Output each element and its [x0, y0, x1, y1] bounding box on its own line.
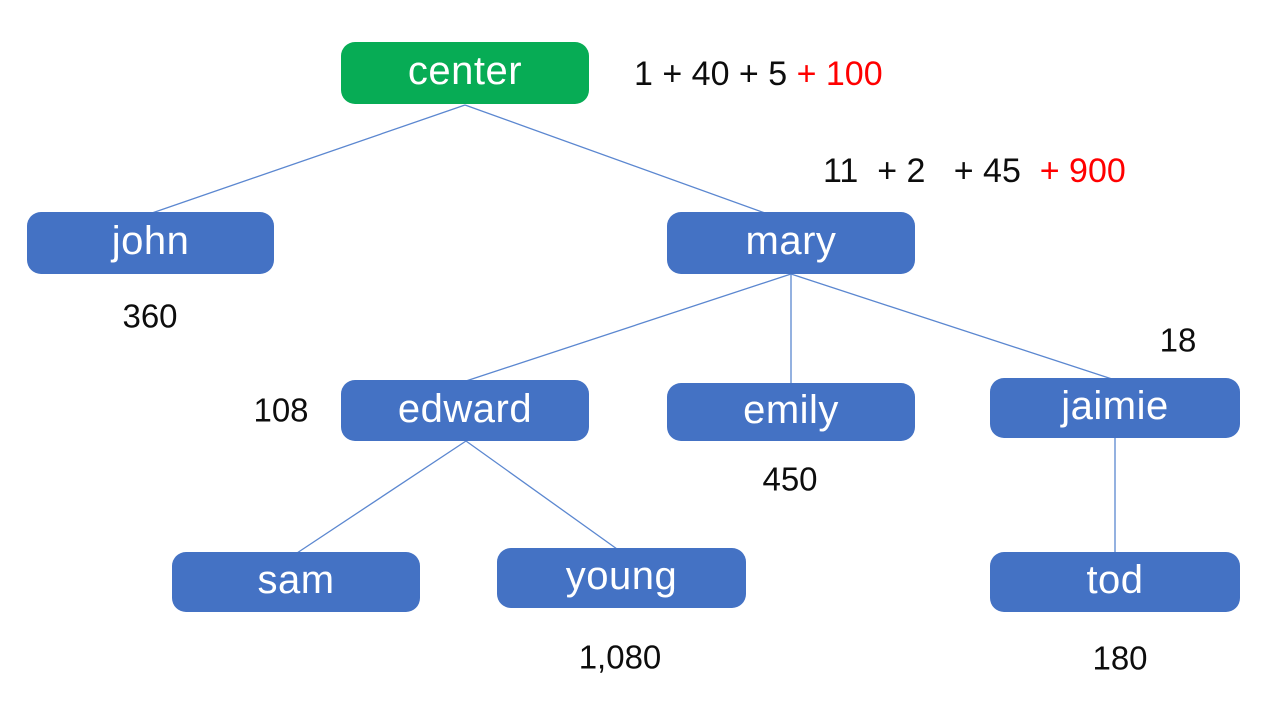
sum-mary-black-part: 11 + 2 + 45 — [823, 152, 1040, 190]
node-value-john: 360 — [122, 297, 178, 335]
connector-mary-jaimie — [790, 273, 1113, 380]
tree-node-jaimie: jaimie — [990, 378, 1240, 438]
connector-mary-edward — [465, 273, 792, 382]
connector-center-john — [151, 104, 466, 214]
node-value-young: 1,080 — [578, 638, 662, 676]
sum-annotation-center: 1 + 40 + 5 + 100 — [634, 57, 883, 91]
sum-mary-red-part: + 900 — [1039, 152, 1126, 190]
sum-annotation-mary: 11 + 2 + 45 + 900 — [823, 154, 1126, 188]
tree-node-young: young — [497, 548, 746, 608]
connector-edward-young — [465, 440, 618, 550]
tree-node-edward: edward — [341, 380, 589, 441]
connector-edward-sam — [296, 440, 467, 554]
sum-center-red-part: + 100 — [796, 55, 883, 93]
node-value-emily: 450 — [762, 460, 818, 498]
tree-node-tod: tod — [990, 552, 1240, 612]
connector-center-mary — [464, 104, 766, 214]
tree-node-john: john — [27, 212, 274, 274]
sum-center-black-part: 1 + 40 + 5 — [634, 55, 797, 93]
tree-node-center: center — [341, 42, 589, 104]
tree-node-emily: emily — [667, 383, 915, 441]
tree-node-sam: sam — [172, 552, 420, 612]
node-value-jaimie: 18 — [1159, 321, 1197, 359]
node-value-edward: 108 — [253, 391, 309, 429]
tree-node-mary: mary — [667, 212, 915, 274]
node-value-tod: 180 — [1092, 639, 1148, 677]
